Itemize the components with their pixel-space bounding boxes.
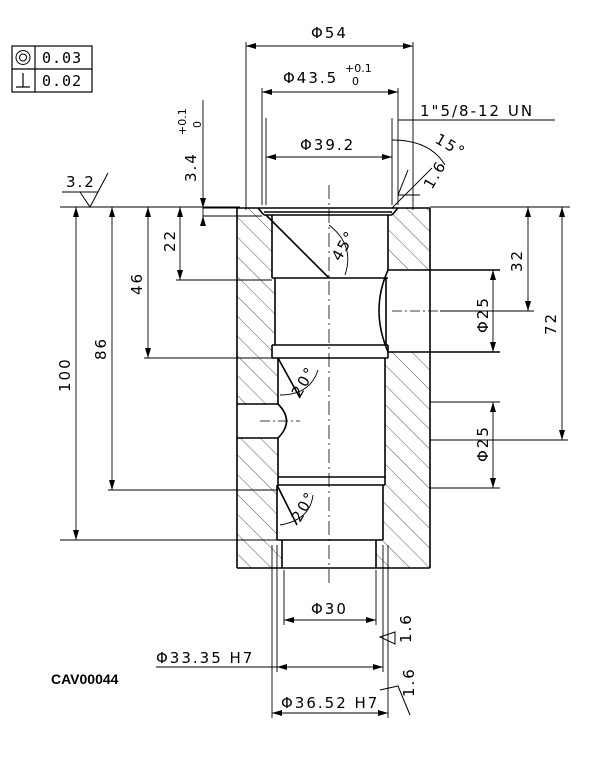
dim-d43: Φ43.5	[283, 69, 338, 87]
dim-h72: 72	[542, 312, 560, 335]
roughness-symbols	[62, 169, 420, 716]
dim-port-mid: Φ25	[474, 425, 492, 462]
body-section-right-lower	[376, 352, 430, 568]
body-section-right-upper	[388, 208, 430, 270]
dimension-texts: Φ54 Φ43.5 +0.1 0 1"5/8-12 UN Φ39.2 15° 1…	[56, 24, 560, 712]
dim-d43-tol-lower: 0	[352, 75, 359, 88]
dim-d3335: Φ33.35 H7	[156, 649, 254, 667]
concentricity-icon	[15, 50, 31, 65]
dim-h22: 22	[161, 229, 179, 252]
dim-a45: 45°	[328, 227, 360, 264]
dim-d43-tol-upper: +0.1	[345, 62, 372, 75]
perpendicularity-value: 0.02	[42, 72, 82, 90]
dim-h46: 46	[128, 272, 146, 295]
dim-a20-low: 20°	[288, 488, 320, 525]
rough-3652: 1.6	[400, 667, 418, 697]
rough-top: 3.2	[66, 173, 96, 191]
tolerance-frame: 0.03 0.02	[11, 45, 93, 93]
bore-outline	[257, 207, 399, 568]
dim-port-top: Φ25	[474, 296, 492, 333]
dim-chamfer-angle: 15°	[432, 130, 469, 162]
body-outline	[236, 207, 500, 569]
dim-d30: Φ30	[311, 600, 348, 618]
dim-h100: 100	[56, 357, 74, 392]
dim-d392: Φ39.2	[300, 136, 355, 154]
drawing-code: CAV00044	[51, 671, 119, 687]
concentricity-value: 0.03	[42, 49, 82, 67]
rough-thread: 1.6	[420, 157, 451, 192]
dim-depth-34: 3.4	[182, 152, 200, 182]
body-section-left	[237, 208, 278, 404]
dim-d3652: Φ36.52 H7	[281, 694, 379, 712]
dim-h86: 86	[92, 337, 110, 360]
dim-a20-mid: 20°	[288, 363, 320, 400]
dimension-lines	[60, 42, 570, 718]
arrowheads	[73, 43, 565, 716]
dim-depth-34-tol-upper: +0.1	[176, 108, 189, 135]
dim-h32: 32	[508, 249, 526, 272]
dim-thread: 1"5/8-12 UN	[420, 102, 534, 120]
rough-3335: 1.6	[397, 613, 415, 643]
body-section-left-lower	[237, 438, 282, 568]
dim-d54: Φ54	[311, 24, 348, 42]
dim-depth-34-tol-lower: 0	[191, 121, 204, 128]
perpendicularity-icon	[16, 73, 30, 88]
